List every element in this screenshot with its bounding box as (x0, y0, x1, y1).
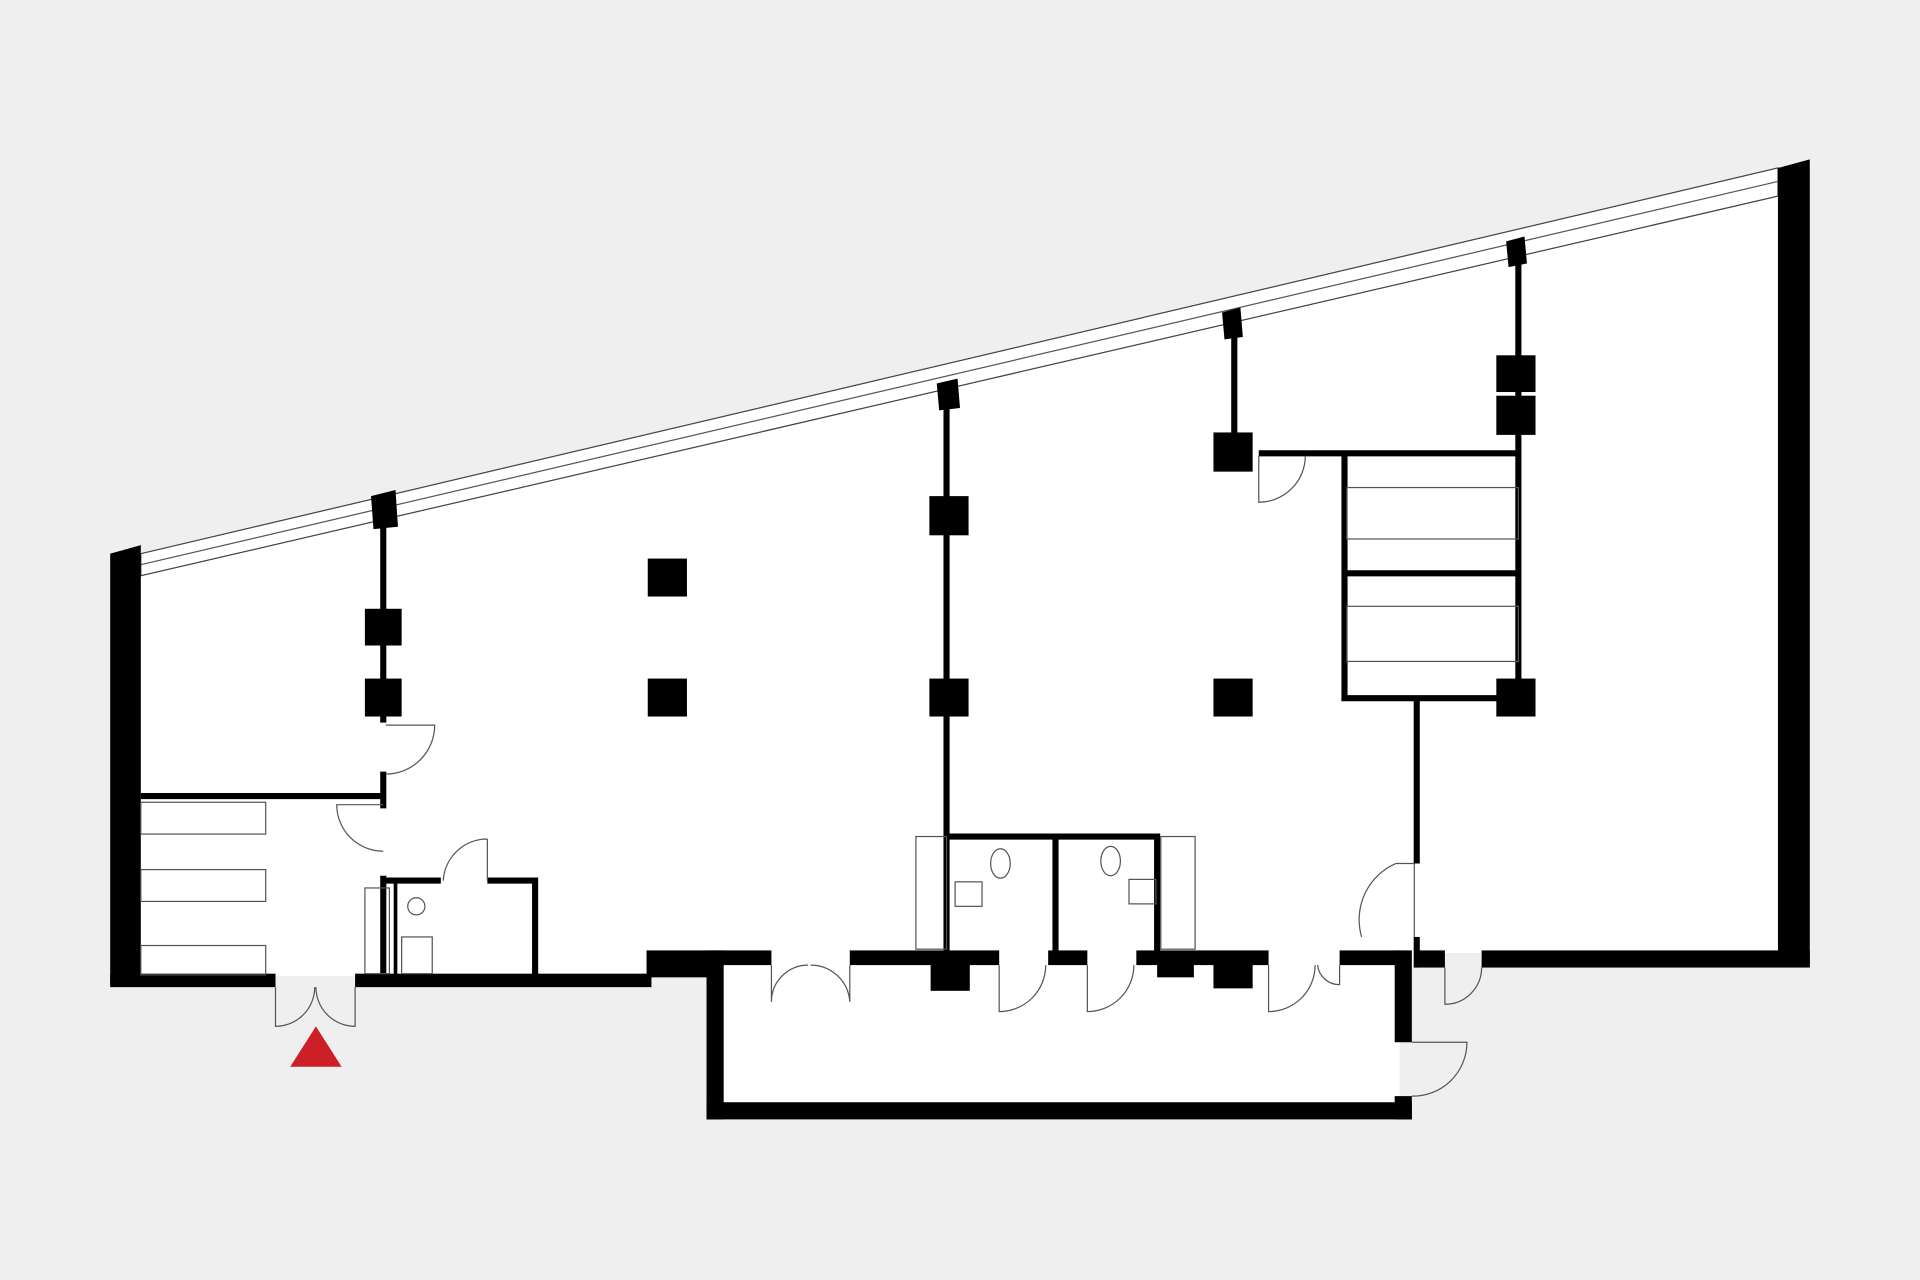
floor-area-main (140, 171, 1778, 977)
entrance-triangle-icon (290, 1026, 342, 1067)
window-line (140, 180, 1779, 566)
toilet-fixtures (401, 845, 1157, 975)
columns (364, 236, 1536, 991)
doors (274, 455, 1483, 1097)
outer-walls (110, 159, 1810, 1120)
shelves (140, 486, 1519, 976)
floor-area-corridor (722, 961, 1400, 1103)
